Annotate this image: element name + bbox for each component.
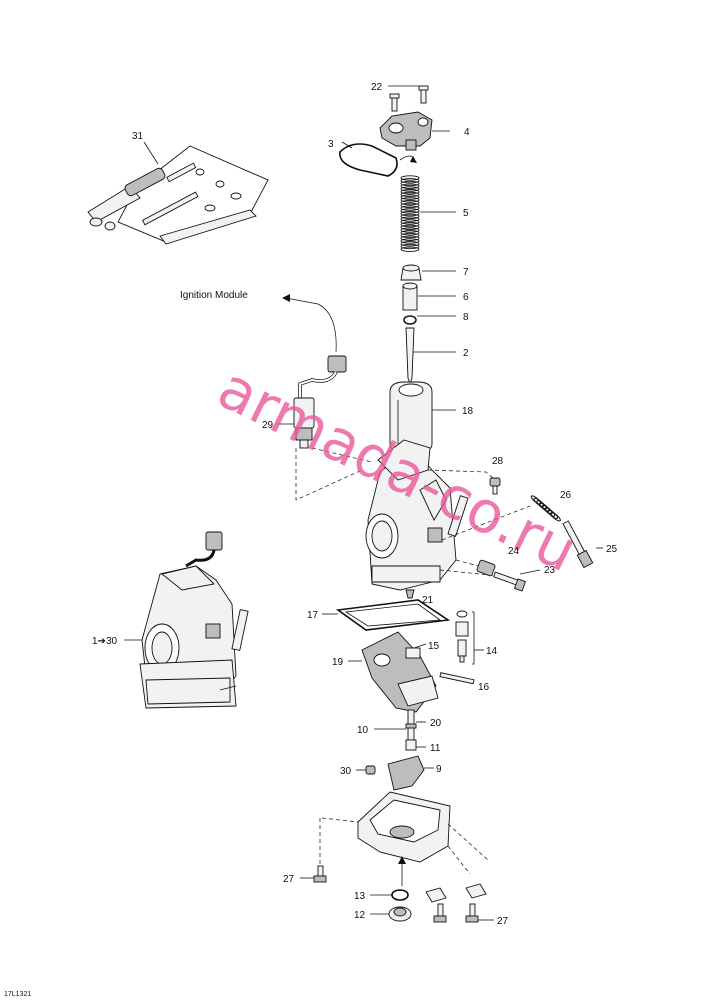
- callout-4: 4: [464, 127, 470, 138]
- needle-valve-assembly-part-14: [455, 610, 484, 665]
- main-jet-part-11: [405, 739, 426, 751]
- callout-1-30: 1➔30: [92, 636, 118, 647]
- clamp-plates: [425, 883, 487, 903]
- spring-part-24: [476, 559, 496, 577]
- callout-20: 20: [430, 718, 442, 729]
- callout-10: 10: [357, 725, 369, 736]
- air-screw-part-25: [562, 520, 603, 569]
- plug-part-30: [356, 765, 376, 775]
- o-ring-part-13: [370, 889, 409, 901]
- callout-24: 24: [508, 546, 520, 557]
- jet-needle-part-2: [405, 327, 456, 386]
- throttle-valve-part-18: [389, 381, 456, 453]
- float-bowl-gasket-part-17: [322, 599, 451, 631]
- bowl-screw-part-27-left: [300, 865, 327, 883]
- drawing-reference: 17L1321: [4, 991, 31, 998]
- callout-3: 3: [328, 139, 334, 150]
- callout-11: 11: [430, 743, 441, 754]
- cap-gasket-part-3: [339, 141, 417, 177]
- float-part-19: [348, 631, 439, 713]
- callout-31: 31: [132, 131, 144, 142]
- spring-seat-part-7: [400, 264, 456, 281]
- callout-6: 6: [463, 292, 469, 303]
- ignition-module-label: Ignition Module: [180, 290, 248, 301]
- callout-14: 14: [486, 646, 498, 657]
- callout-23: 23: [544, 565, 556, 576]
- callout-2: 2: [463, 348, 469, 359]
- baffle-part-9: [387, 755, 434, 791]
- float-bowl: [319, 791, 489, 886]
- callout-5: 5: [463, 208, 469, 219]
- callout-12: 12: [354, 910, 366, 921]
- assembled-carburetor: [124, 531, 249, 709]
- callout-13: 13: [354, 891, 366, 902]
- callout-16: 16: [478, 682, 490, 693]
- callout-25: 25: [606, 544, 618, 555]
- callout-8: 8: [463, 312, 469, 323]
- callout-22: 22: [371, 82, 383, 93]
- callout-26: 26: [560, 490, 572, 501]
- e-clip-part-8: [403, 315, 456, 325]
- throttle-position-sensor-part-29: [276, 355, 373, 501]
- idle-screw-part-23: [493, 569, 541, 592]
- callout-7: 7: [463, 267, 469, 278]
- carburetor-body: [365, 439, 531, 591]
- callout-27-right: 27: [497, 916, 509, 927]
- screw-part-28: [489, 477, 501, 495]
- callout-15: 15: [428, 641, 440, 652]
- callout-29: 29: [262, 420, 274, 431]
- float-pin-part-16: [439, 672, 475, 685]
- callout-19: 19: [332, 657, 344, 668]
- throttle-spring-part-5: [400, 175, 420, 252]
- mikuni-tool-kit-part-31: [87, 141, 269, 245]
- needle-jet-part-10: [374, 709, 417, 741]
- callout-17: 17: [307, 610, 319, 621]
- callout-30: 30: [340, 766, 352, 777]
- bowl-screws-part-27-right: [433, 903, 494, 923]
- float-arm-part-15: [405, 643, 427, 659]
- drain-plug-part-12: [370, 906, 412, 922]
- callout-28: 28: [492, 456, 504, 467]
- callout-27-left: 27: [283, 874, 295, 885]
- screw-part-21: [405, 589, 415, 599]
- ignition-module-callout: [282, 294, 337, 353]
- spring-part-26: [530, 495, 561, 522]
- callout-21: 21: [422, 595, 434, 606]
- callout-18: 18: [462, 406, 474, 417]
- mixing-chamber-cap-part-4: [379, 111, 450, 151]
- needle-retainer-part-6: [402, 282, 456, 311]
- callout-9: 9: [436, 764, 442, 775]
- screw-pair-part-22: [388, 85, 429, 112]
